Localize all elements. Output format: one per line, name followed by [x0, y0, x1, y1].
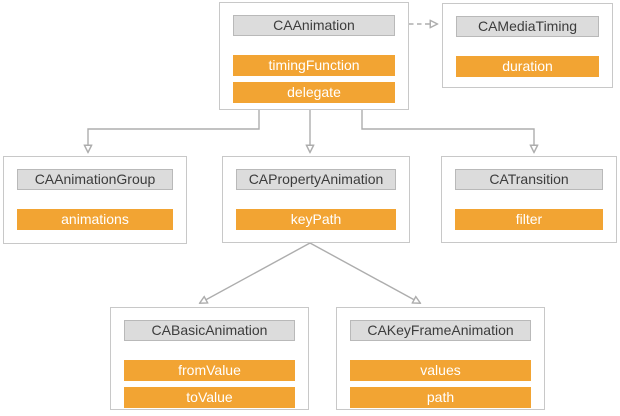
- edge-caanimation-caanimationgroup: [88, 110, 260, 152]
- class-box-capropertyanimation: CAPropertyAnimation keyPath: [222, 156, 410, 243]
- property-animations: animations: [17, 209, 173, 230]
- class-title-caanimation: CAAnimation: [233, 15, 395, 36]
- property-filter: filter: [455, 209, 603, 230]
- property-timingfunction: timingFunction: [233, 55, 395, 76]
- property-delegate: delegate: [233, 82, 395, 103]
- class-title-camediatiming: CAMediaTiming: [456, 16, 599, 37]
- class-title-catransition: CATransition: [455, 169, 603, 190]
- class-title-caanimationgroup: CAAnimationGroup: [17, 169, 173, 190]
- property-keypath: keyPath: [236, 209, 396, 230]
- property-values: values: [350, 360, 531, 381]
- class-box-cabasicanimation: CABasicAnimation fromValue toValue: [110, 307, 309, 410]
- edge-capropertyanimation-cabasicanimation: [200, 242, 311, 303]
- class-box-cakeyframeanimation: CAKeyFrameAnimation values path: [336, 307, 545, 410]
- class-box-catransition: CATransition filter: [441, 156, 617, 243]
- class-title-cakeyframeanimation: CAKeyFrameAnimation: [350, 320, 531, 341]
- property-fromvalue: fromValue: [124, 360, 295, 381]
- class-box-caanimation: CAAnimation timingFunction delegate: [219, 2, 409, 110]
- edge-caanimation-catransition: [361, 110, 534, 152]
- property-tovalue: toValue: [124, 387, 295, 408]
- class-title-capropertyanimation: CAPropertyAnimation: [236, 169, 396, 190]
- property-path: path: [350, 387, 531, 408]
- class-box-caanimationgroup: CAAnimationGroup animations: [3, 156, 187, 244]
- property-duration: duration: [456, 56, 599, 77]
- class-title-cabasicanimation: CABasicAnimation: [124, 320, 295, 341]
- class-box-camediatiming: CAMediaTiming duration: [442, 3, 613, 88]
- edge-capropertyanimation-cakeyframeanimation: [309, 242, 420, 303]
